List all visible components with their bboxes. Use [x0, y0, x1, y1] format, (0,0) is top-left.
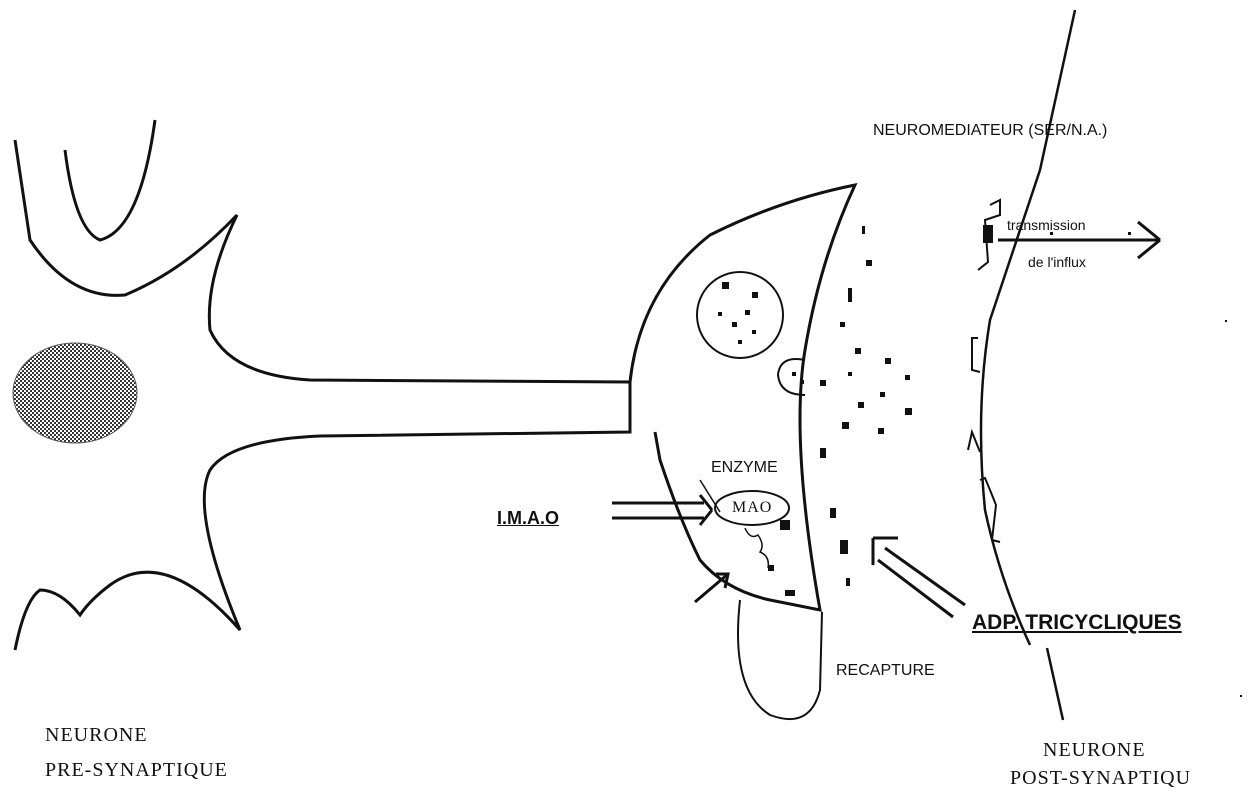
- receptor-mid: [972, 338, 980, 372]
- mao-label: MAO: [732, 500, 772, 516]
- influx-label: de l'influx: [1028, 255, 1086, 269]
- pre-neuron-label-line1: NEURONE: [45, 725, 148, 745]
- synaptic-vesicle: [697, 272, 783, 358]
- presynaptic-terminal: [630, 185, 855, 610]
- pre-neuron-label-line2: PRE-SYNAPTIQUE: [45, 760, 228, 780]
- post-neuron-label-line1: NEURONE: [1043, 740, 1146, 760]
- neuromediator-label: NEUROMEDIATEUR (SER/N.A.): [873, 123, 1107, 139]
- reuptake-arrow: [695, 574, 728, 602]
- enzyme-label: ENZYME: [711, 460, 778, 476]
- reuptake-pouch: [738, 600, 822, 719]
- transmission-label: transmission: [1007, 218, 1086, 232]
- receptor-triangle: [968, 432, 980, 452]
- postsynaptic-membrane: [981, 10, 1075, 645]
- tricyclics-label: ADP. TRICYCLIQUES: [972, 612, 1182, 633]
- reuptake-label: RECAPTURE: [836, 663, 935, 679]
- degradation-squiggle: [745, 528, 768, 568]
- imao-label: I.M.A.O: [497, 509, 559, 527]
- nucleus: [13, 343, 137, 443]
- tricyclic-arrow: [873, 538, 965, 617]
- post-neuron-label-line2: POST-SYNAPTIQU: [1010, 768, 1191, 788]
- dendrite-top-branch: [65, 120, 155, 240]
- neurotransmitter-particles: [768, 226, 912, 596]
- postsynaptic-lower-line: [1047, 648, 1063, 720]
- imao-arrow: [612, 495, 712, 525]
